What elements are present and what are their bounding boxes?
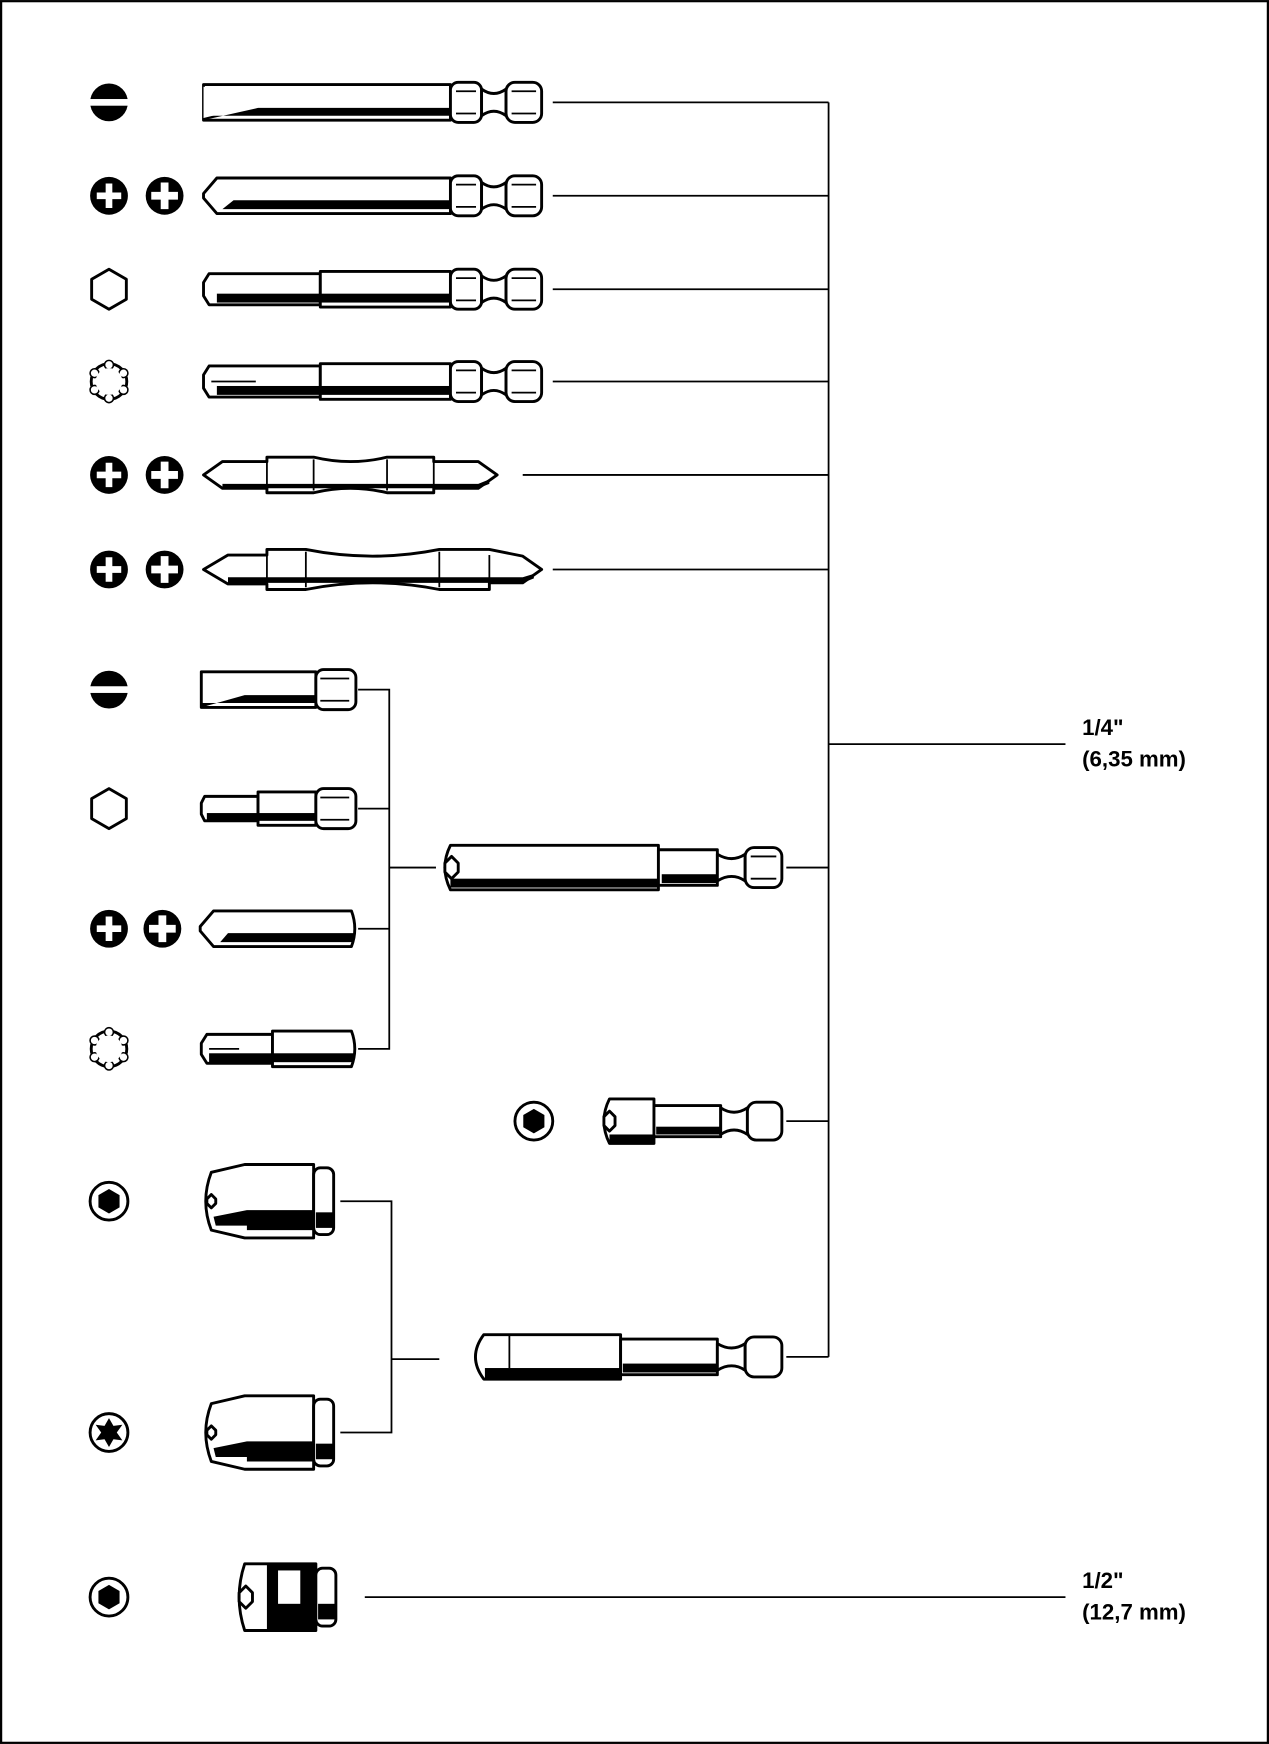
double-ended-bit-long — [90, 548, 544, 591]
long-bit-slotted — [88, 80, 544, 124]
half-inch-label: 1/2" (12,7 mm) — [1082, 1568, 1186, 1624]
long-bit-torx — [88, 358, 544, 405]
half-inch-socket — [88, 1562, 338, 1632]
torx-socket-icon — [88, 1412, 130, 1453]
hex-icon — [90, 787, 128, 831]
phillips-icon — [90, 456, 128, 494]
pozidriv-icon — [145, 176, 184, 215]
half-inch-metric: (12,7 mm) — [1082, 1599, 1186, 1624]
hex-socket-icon — [513, 1100, 555, 1142]
quarter-inch-metric: (6,35 mm) — [1082, 746, 1186, 771]
quarter-inch-size: 1/4" — [1082, 715, 1123, 740]
hex-socket — [88, 1163, 336, 1240]
quarter-inch-label: 1/4" (6,35 mm) — [1082, 715, 1186, 771]
double-ended-bit-short — [90, 455, 499, 495]
nut-setter — [513, 1097, 784, 1145]
slotted-icon — [88, 670, 130, 709]
pozidriv-icon — [143, 909, 182, 948]
short-bit-phillips — [90, 909, 357, 948]
phillips-icon — [90, 909, 128, 948]
connector-lines — [340, 101, 1066, 1599]
phillips-icon — [90, 550, 128, 589]
socket-adapter — [474, 1333, 784, 1381]
short-bit-hex — [90, 787, 358, 831]
pozidriv-icon — [145, 456, 184, 494]
torx-icon — [88, 358, 130, 405]
magnetic-bit-holder — [443, 843, 784, 892]
long-bit-phillips — [90, 174, 544, 218]
torx-icon — [88, 1026, 130, 1072]
pozidriv-icon — [145, 550, 184, 589]
slotted-icon — [88, 83, 130, 122]
hex-icon — [90, 267, 128, 311]
short-bit-torx — [88, 1026, 357, 1072]
phillips-icon — [90, 176, 128, 215]
hex-socket-icon — [88, 1180, 130, 1222]
long-bit-hex — [90, 267, 544, 311]
torx-socket — [88, 1394, 336, 1471]
hex-socket-icon — [88, 1576, 130, 1618]
half-inch-size: 1/2" — [1082, 1568, 1123, 1593]
short-bit-slotted — [88, 668, 358, 712]
